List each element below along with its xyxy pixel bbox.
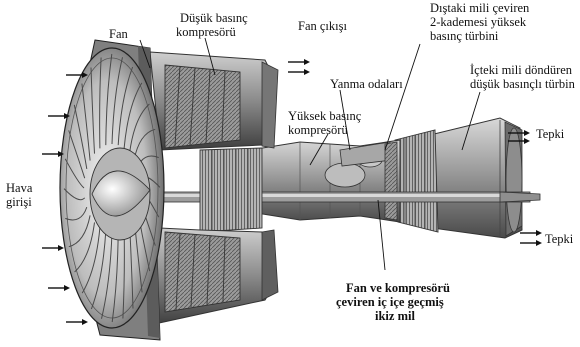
label-air-inlet-1: Hava bbox=[6, 181, 33, 195]
hp-compressor bbox=[200, 148, 262, 232]
label-shafts-3: ikiz mil bbox=[375, 309, 415, 323]
label-shafts-2: çeviren iç içe geçmiş bbox=[336, 295, 444, 309]
label-lp-turbine-1: İçteki mili döndüren bbox=[470, 63, 573, 77]
label-shafts-1: Fan ve kompresörü bbox=[346, 281, 450, 295]
fan bbox=[60, 48, 164, 328]
right-arrow-icon bbox=[520, 230, 542, 236]
right-arrow-icon bbox=[42, 245, 64, 251]
label-low-compressor-2: kompresörü bbox=[176, 25, 236, 39]
label-hp-turbine-1: Dıştaki mili çeviren bbox=[430, 1, 530, 15]
lp-turbine bbox=[395, 130, 438, 232]
label-hp-turbine-3: basınç türbini bbox=[430, 29, 499, 43]
label-hp-turbine-2: 2-kademesi yüksek bbox=[430, 15, 527, 29]
label-thrust-bottom: Tepki bbox=[545, 232, 574, 246]
label-fan: Fan bbox=[109, 27, 129, 41]
label-combustors: Yanma odaları bbox=[330, 77, 403, 91]
right-arrow-icon bbox=[66, 319, 88, 325]
label-thrust-top: Tepki bbox=[536, 127, 565, 141]
label-lp-turbine-2: düşük basınçlı türbin bbox=[470, 77, 576, 91]
label-low-compressor-1: Düşük basınç bbox=[180, 11, 248, 25]
label-air-inlet-2: girişi bbox=[6, 195, 32, 209]
right-arrow-icon bbox=[288, 69, 310, 75]
label-hp-compressor-2: kompresörü bbox=[288, 123, 348, 137]
right-arrow-icon bbox=[48, 285, 70, 291]
exhaust-nozzle bbox=[430, 118, 522, 238]
label-hp-compressor-1: Yüksek basınç bbox=[288, 109, 362, 123]
right-arrow-icon bbox=[288, 59, 310, 65]
twin-shaft bbox=[120, 192, 540, 202]
label-fan-exhaust: Fan çıkışı bbox=[298, 19, 347, 33]
right-arrow-icon bbox=[520, 240, 542, 246]
core-casing bbox=[250, 140, 400, 222]
